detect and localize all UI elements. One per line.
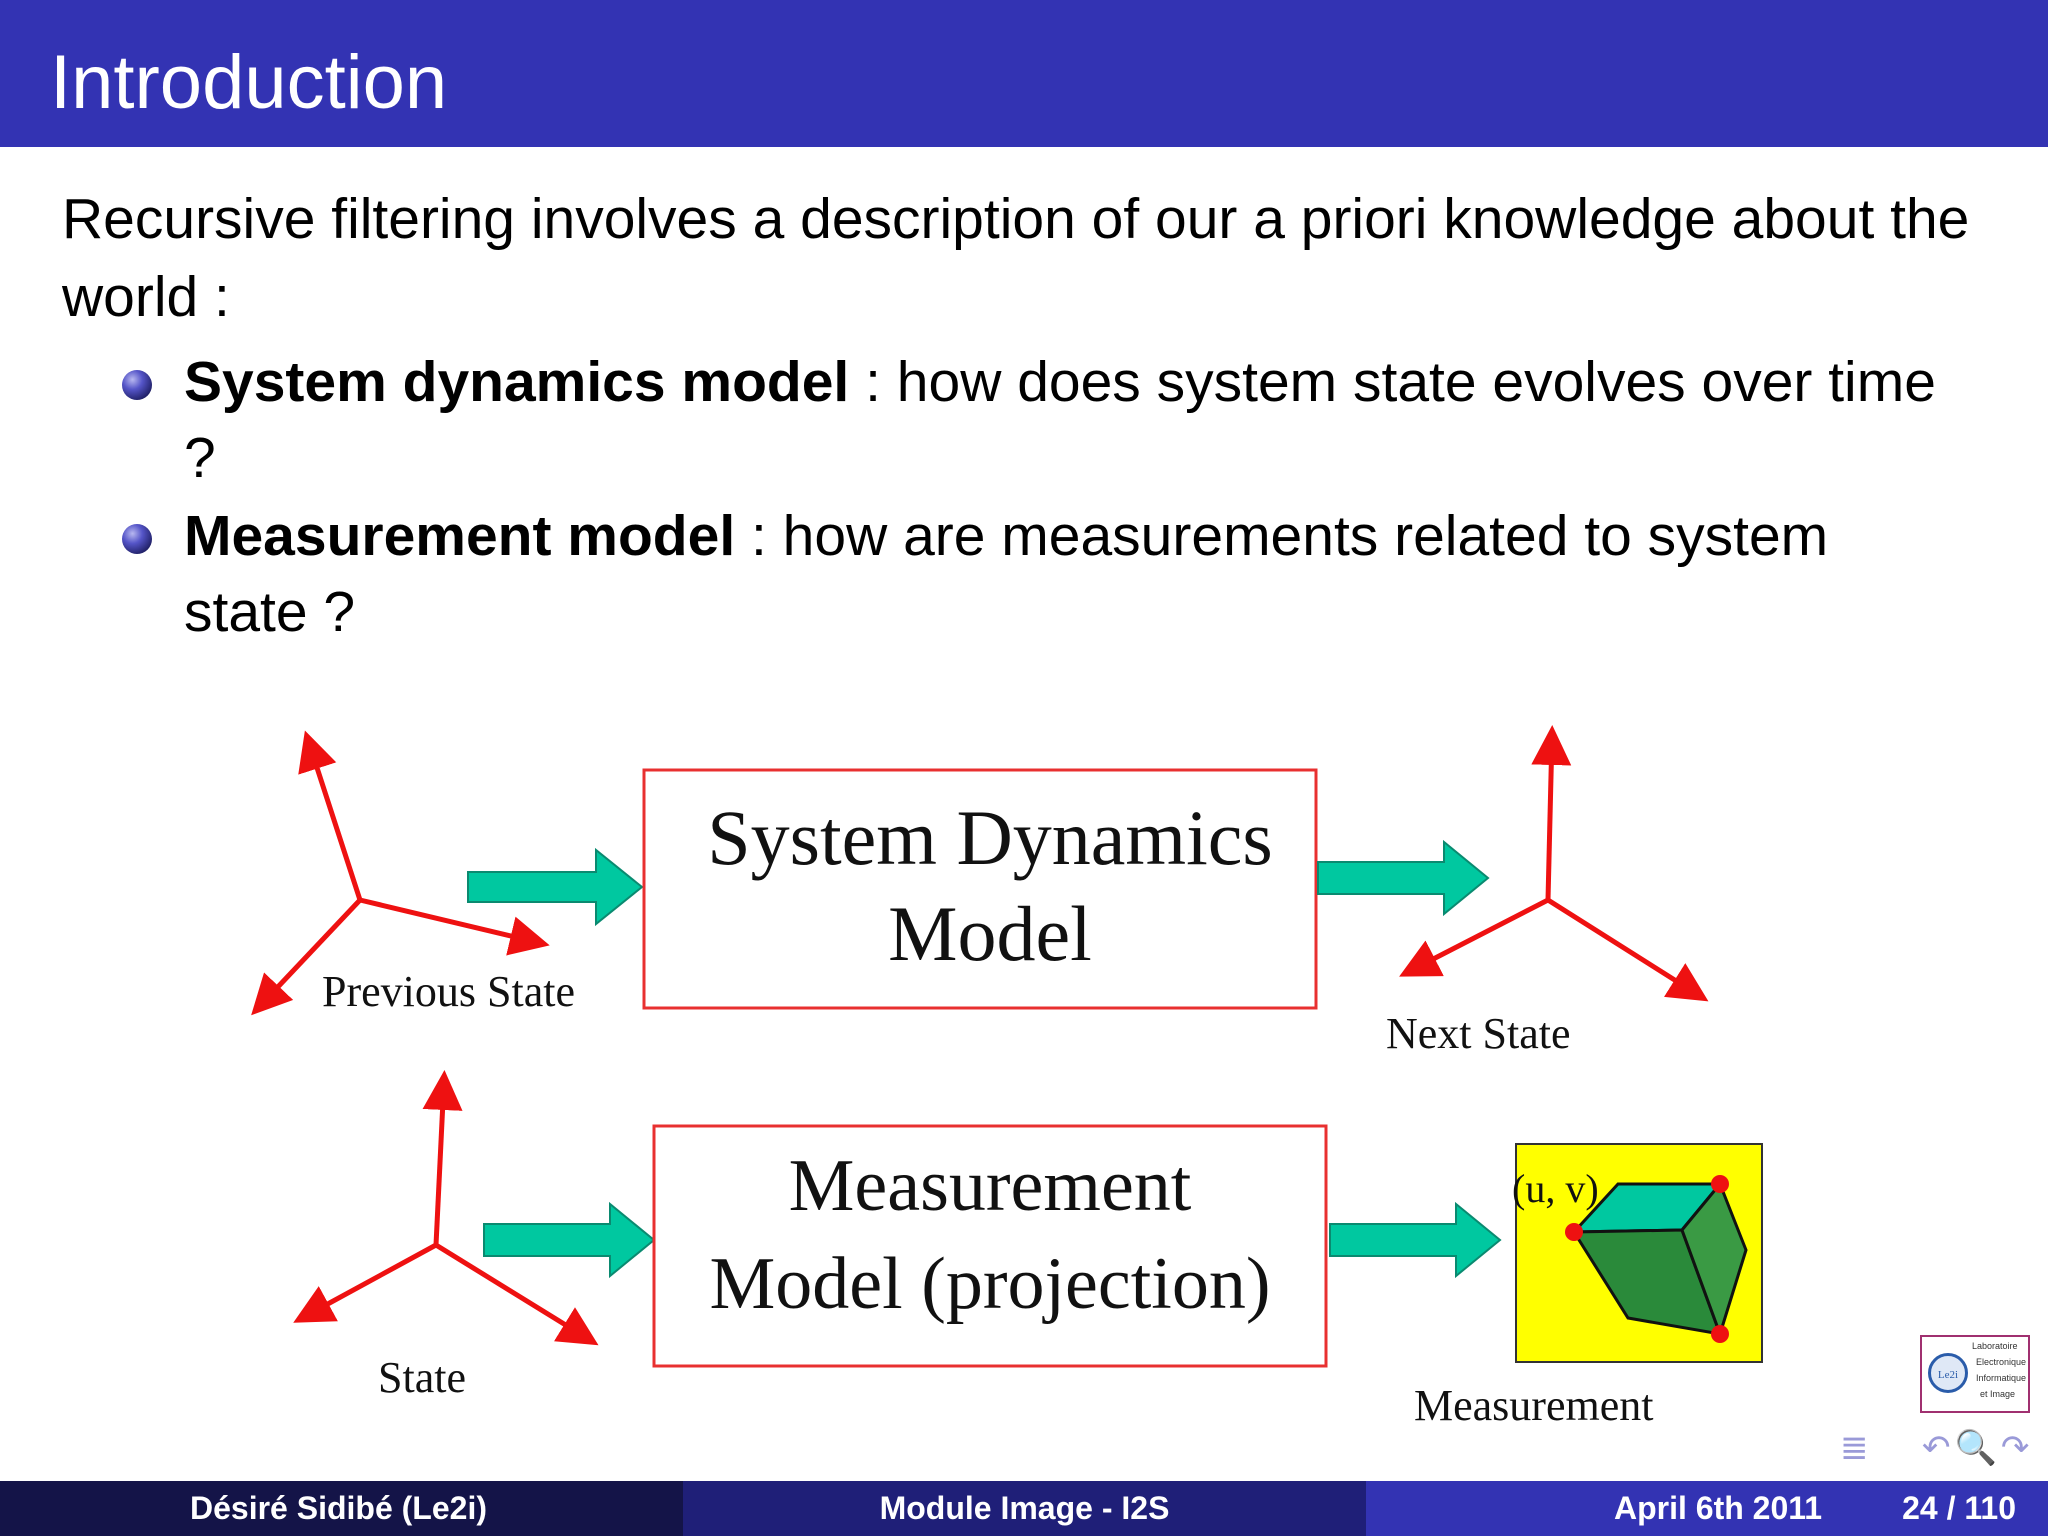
next-state-axes-icon <box>1399 725 1709 1002</box>
logo-emblem-icon <box>1928 1353 1968 1393</box>
state-axes-icon <box>293 1070 599 1346</box>
svg-text:Electronique: Electronique <box>1976 1357 2026 1367</box>
teal-arrow-icon <box>1329 1201 1502 1279</box>
logo-text: Le2i Laboratoire Electronique Informatiq… <box>1938 1341 2026 1399</box>
next-state-label: Next State <box>1386 1009 1571 1058</box>
slide-title: Introduction <box>50 40 448 125</box>
undo-search-redo-icon[interactable]: ↶🔍↷ <box>1922 1428 2034 1468</box>
toc-icon[interactable]: ≣ <box>1840 1428 1869 1468</box>
teal-arrow-icon <box>483 1201 656 1279</box>
footer-date: April 6th 2011 <box>1614 1490 1823 1526</box>
footer-course: Module Image - I2S <box>879 1490 1170 1526</box>
footer-bar: Désiré Sidibé (Le2i) Module Image - I2S … <box>0 1481 2048 1536</box>
svg-text:Laboratoire: Laboratoire <box>1972 1341 2018 1351</box>
measurement-model-label: Measurement <box>789 1145 1192 1227</box>
svg-text:Le2i: Le2i <box>1938 1369 1958 1381</box>
measurement-model-label-line2: Model (projection) <box>710 1243 1271 1325</box>
footer-page-number: 24 / 110 <box>1902 1490 2016 1526</box>
state-label: State <box>378 1353 466 1402</box>
bullet-item-measurement: Measurement model : how are measurements… <box>122 498 1964 650</box>
bullet-term: Measurement model <box>184 504 736 568</box>
bullet-ball-icon <box>122 524 152 554</box>
intro-text: Recursive filtering involves a descripti… <box>62 187 1970 329</box>
system-dynamics-box <box>642 768 1318 1010</box>
bullet-ball-icon <box>122 370 152 400</box>
footer-course-segment: Module Image - I2S <box>683 1481 1366 1536</box>
previous-state-label: Previous State <box>322 967 575 1016</box>
teal-arrow-icon <box>467 847 644 927</box>
bullet-text: : how does system state evolves over tim… <box>184 350 1936 490</box>
measurement-label: Measurement <box>1414 1381 1653 1430</box>
system-dynamics-label-line2: Model <box>888 890 1092 977</box>
teal-arrow-icon <box>1317 839 1490 917</box>
footer-author-segment: Désiré Sidibé (Le2i) <box>0 1481 683 1536</box>
system-dynamics-label: System Dynamics <box>707 794 1272 881</box>
footer-author: Désiré Sidibé (Le2i) <box>190 1490 487 1526</box>
measurement-cube-image: (u, v) <box>1512 1143 1763 1363</box>
le2i-logo: Le2i Laboratoire Electronique Informatiq… <box>1920 1335 2030 1413</box>
slide-header: Introduction <box>0 0 2048 147</box>
previous-state-axes-icon <box>251 730 550 1016</box>
bullet-item-system-dynamics: System dynamics model : how does system … <box>122 344 1964 496</box>
bullet-text: : how are measurements related to system… <box>184 504 1829 644</box>
measurement-model-box <box>652 1124 1328 1368</box>
footer-date-segment: April 6th 2011 24 / 110 <box>1366 1481 2048 1536</box>
svg-text:et Image: et Image <box>1980 1389 2015 1399</box>
bullet-term: System dynamics model <box>184 350 850 414</box>
uv-label: (u, v) <box>1512 1166 1599 1211</box>
svg-text:Informatique: Informatique <box>1976 1373 2026 1383</box>
